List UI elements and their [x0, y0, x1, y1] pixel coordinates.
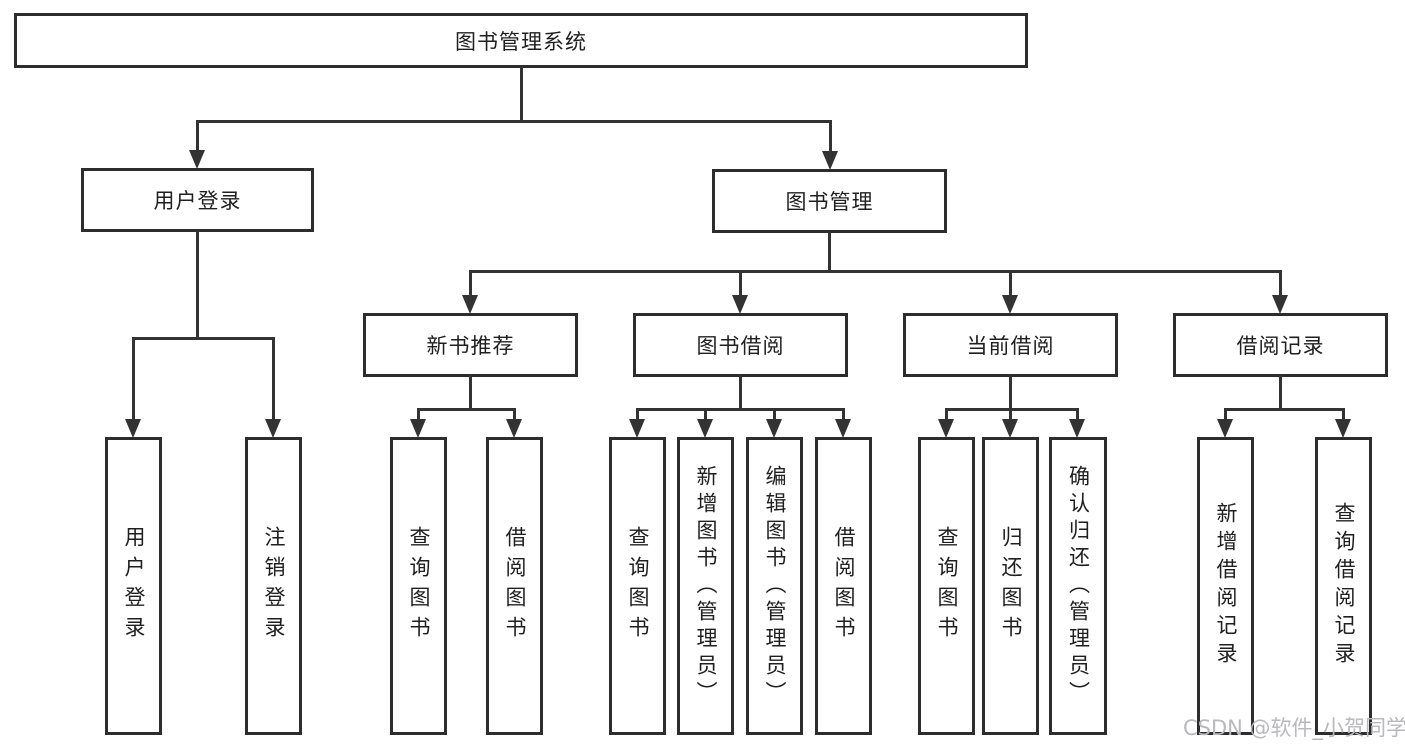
node-user-login-label: 用户登录	[153, 189, 242, 213]
csdn-watermark: CSDN @软件_小贺同学	[1183, 716, 1405, 740]
connector-new-book-rec-vline	[469, 375, 472, 411]
connector-stem-leaf-query-book-current	[945, 408, 948, 422]
connector-stem-new-book-rec	[469, 270, 472, 298]
node-borrow-record: 借阅记录	[1173, 313, 1388, 377]
leaf-add-book-label: 新增图书（管理员）	[694, 464, 718, 708]
connector-current-borrow-vline	[1009, 375, 1012, 411]
leaf-query-book-rec-label: 查询图书	[407, 526, 431, 646]
connector-stem-leaf-borrow-book-rec	[513, 408, 516, 422]
connector-stem-current-borrow	[1009, 270, 1012, 298]
arrowhead-leaf-borrow-book-borrow-icon	[835, 419, 851, 438]
arrowhead-leaf-add-book-icon	[697, 419, 713, 438]
node-new-book-rec: 新书推荐	[363, 313, 578, 377]
connector-user-login-vline	[196, 231, 199, 339]
connector-stem-leaf-add-borrow-record	[1224, 408, 1227, 422]
leaf-confirm-return-label: 确认归还（管理员）	[1066, 464, 1091, 708]
node-current-borrow: 当前借阅	[903, 313, 1118, 377]
connector-stem-leaf-borrow-book-borrow	[842, 408, 845, 422]
leaf-add-borrow-record-label: 新增借阅记录	[1214, 502, 1238, 670]
arrowhead-borrow-record-icon	[1272, 295, 1288, 314]
arrowhead-new-book-rec-icon	[462, 295, 478, 314]
node-user-login: 用户登录	[81, 168, 314, 232]
connector-borrow-record-vline	[1279, 375, 1282, 411]
node-current-borrow-label: 当前借阅	[966, 334, 1055, 358]
node-book-mgmt-label: 图书管理	[785, 190, 874, 214]
leaf-borrow-book-borrow-label: 借阅图书	[832, 526, 856, 646]
connector-stem-leaf-user-login	[132, 337, 135, 421]
leaf-query-borrow-record: 查询借阅记录	[1315, 437, 1372, 735]
leaf-user-login: 用户登录	[105, 437, 162, 735]
connector-stem-leaf-return-book	[1009, 408, 1012, 422]
leaf-borrow-book-borrow: 借阅图书	[815, 437, 872, 735]
leaf-user-login-label: 用户登录	[122, 526, 146, 646]
connector-root-stem-book-mgmt	[829, 120, 832, 152]
leaf-edit-book: 编辑图书（管理员）	[746, 437, 803, 735]
arrowhead-leaf-return-book-icon	[1002, 419, 1018, 438]
arrowhead-current-borrow-icon	[1002, 295, 1018, 314]
connector-borrow-record-hline	[1224, 408, 1345, 411]
connector-stem-leaf-add-book	[704, 408, 707, 422]
leaf-return-book-label: 归还图书	[999, 526, 1023, 646]
arrowhead-book-borrow-icon	[732, 295, 748, 314]
connector-book-borrow-hline	[636, 408, 845, 411]
connector-user-login-hline	[132, 337, 274, 340]
connector-stem-leaf-edit-book	[773, 408, 776, 422]
leaf-borrow-book-rec-label: 借阅图书	[503, 526, 527, 646]
node-borrow-record-label: 借阅记录	[1236, 334, 1325, 358]
leaf-add-borrow-record: 新增借阅记录	[1197, 437, 1254, 735]
leaf-logout-label: 注销登录	[262, 526, 286, 646]
node-root-label: 图书管理系统	[455, 29, 587, 54]
leaf-query-borrow-record-label: 查询借阅记录	[1332, 502, 1356, 670]
arrowhead-leaf-query-book-current-icon	[938, 419, 954, 438]
leaf-logout: 注销登录	[245, 437, 302, 735]
connector-new-book-rec-hline	[417, 408, 516, 411]
node-new-book-rec-label: 新书推荐	[426, 334, 515, 358]
arrowhead-user-login-icon	[189, 150, 205, 169]
arrowhead-leaf-query-book-rec-icon	[410, 419, 426, 438]
leaf-confirm-return: 确认归还（管理员）	[1049, 437, 1107, 735]
leaf-query-book-current: 查询图书	[918, 437, 975, 735]
connector-stem-book-borrow	[739, 270, 742, 298]
node-book-mgmt: 图书管理	[712, 169, 947, 233]
arrowhead-leaf-add-borrow-record-icon	[1217, 419, 1233, 438]
arrowhead-leaf-user-login-icon	[125, 419, 141, 438]
connector-stem-leaf-query-book-rec	[417, 408, 420, 422]
leaf-query-book-current-label: 查询图书	[935, 526, 959, 646]
leaf-query-book-borrow: 查询图书	[609, 437, 666, 735]
leaf-query-book-borrow-label: 查询图书	[626, 526, 650, 646]
connector-stem-leaf-query-borrow-record	[1342, 408, 1345, 422]
leaf-add-book: 新增图书（管理员）	[677, 437, 734, 735]
leaf-return-book: 归还图书	[982, 437, 1039, 735]
connector-root-stem-user-login	[196, 120, 199, 152]
node-book-borrow: 图书借阅	[633, 313, 848, 377]
arrowhead-leaf-logout-icon	[265, 419, 281, 438]
connector-stem-leaf-query-book-borrow	[636, 408, 639, 422]
arrowhead-leaf-query-book-borrow-icon	[629, 419, 645, 438]
connector-stem-leaf-logout	[272, 337, 275, 421]
connector-book-mgmt-vline	[828, 232, 831, 273]
node-book-borrow-label: 图书借阅	[696, 334, 785, 358]
node-root: 图书管理系统	[14, 13, 1028, 68]
connector-root-hline	[196, 120, 832, 123]
connector-book-borrow-vline	[739, 375, 742, 411]
arrowhead-book-mgmt-icon	[822, 151, 838, 170]
connector-stem-leaf-confirm-return	[1076, 408, 1079, 422]
arrowhead-leaf-query-borrow-record-icon	[1335, 419, 1351, 438]
arrowhead-leaf-borrow-book-rec-icon	[506, 419, 522, 438]
leaf-borrow-book-rec: 借阅图书	[486, 437, 543, 735]
leaf-query-book-rec: 查询图书	[390, 437, 447, 735]
arrowhead-leaf-edit-book-icon	[766, 419, 782, 438]
connector-current-borrow-hline	[945, 408, 1079, 411]
arrowhead-leaf-confirm-return-icon	[1069, 419, 1085, 438]
connector-book-mgmt-hline	[469, 270, 1282, 273]
leaf-edit-book-label: 编辑图书（管理员）	[763, 464, 787, 708]
connector-root-vline	[520, 66, 523, 122]
connector-stem-borrow-record	[1279, 270, 1282, 298]
